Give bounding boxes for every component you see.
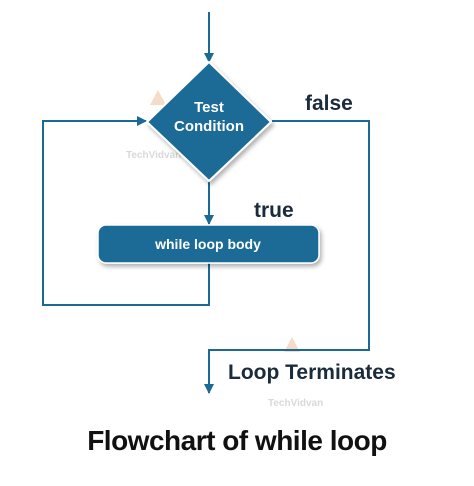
watermark-bottom: TechVidvan — [268, 337, 323, 409]
watermark-top: TechVidvan — [126, 90, 181, 161]
false-arrow — [204, 120, 370, 394]
svg-text:TechVidvan: TechVidvan — [268, 398, 323, 409]
true-label: true — [254, 199, 294, 222]
loop-back-arrow — [42, 116, 210, 306]
false-label: false — [305, 92, 353, 115]
process-node: while loop body — [97, 224, 320, 264]
process-label: while loop body — [154, 236, 261, 252]
diagram-caption: Flowchart of while loop — [87, 425, 387, 456]
decision-node: Test Condition — [145, 60, 273, 183]
terminal-label: Loop Terminates — [228, 361, 396, 384]
decision-label-line2: Condition — [174, 118, 244, 135]
svg-text:TechVidvan: TechVidvan — [126, 150, 181, 161]
decision-label-line1: Test — [194, 99, 224, 116]
